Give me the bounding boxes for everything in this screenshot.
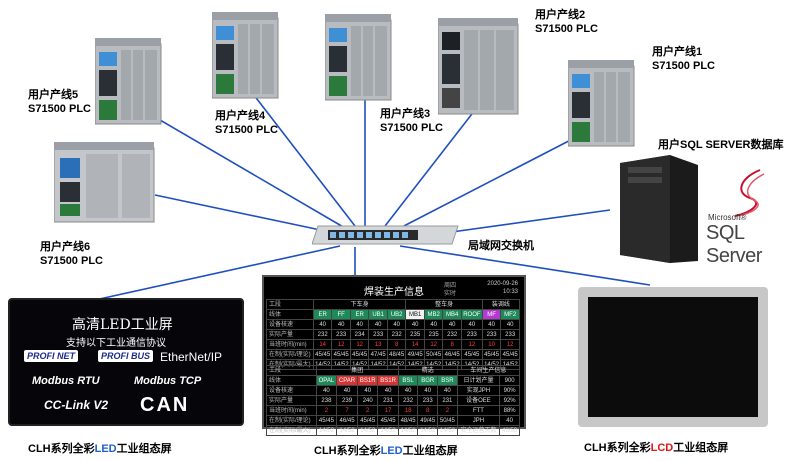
lcd-screen (588, 297, 758, 417)
protocol-modbus-rtu: Modbus RTU (32, 375, 100, 387)
microsoft-wordmark: Microsoft® (708, 213, 747, 222)
server-tower-icon (620, 155, 698, 263)
caption-led-panel: CLH系列全彩LED工业组态屏 (28, 443, 172, 455)
network-switch-icon (312, 225, 459, 245)
led-panel-title: 高清LED工业屏 (72, 317, 173, 333)
plc6-device-icon (54, 142, 155, 223)
sql-server-wordmark: SQL Server (706, 222, 762, 267)
board-status: 实时 (444, 291, 457, 297)
wire-lcd (399, 245, 651, 286)
wire-plc1 (399, 129, 591, 229)
wire-plc4 (249, 89, 356, 227)
plc1-device-icon (568, 60, 635, 147)
protocol-profinet: PROFI NET (24, 350, 79, 362)
plc3-device-icon (325, 14, 392, 101)
plc2-device-icon (438, 18, 519, 115)
board-title: 焊装生产信息 (364, 287, 424, 298)
protocol-ethernet-ip: EtherNet/IP (160, 350, 223, 364)
table-row: 工段 集团 精选 车间生产信息 (266, 365, 521, 376)
led-panel: 高清LED工业屏 支持以下工业通信协议 PROFI NET PROFI BUS … (8, 298, 244, 426)
protocol-modbus-tcp: Modbus TCP (134, 375, 202, 387)
protocol-cc-link: CC-Link V2 (44, 398, 109, 412)
caption-info-board: CLH系列全彩LED工业组态屏 (314, 445, 458, 457)
plc4-device-icon (212, 12, 279, 99)
wire-plc6 (154, 194, 331, 233)
wire-led (94, 245, 341, 301)
protocol-can: CAN (140, 394, 190, 416)
wire-server (429, 209, 611, 236)
caption-lcd-panel: CLH系列全彩LCD工业组态屏 (584, 442, 729, 454)
protocol-profibus: PROFI BUS (98, 350, 154, 362)
database-label: 用户SQL SERVER数据库 (658, 139, 784, 151)
led-panel-subtitle: 支持以下工业通信协议 (66, 338, 166, 349)
wire-plc2 (384, 109, 476, 227)
wire-plc5 (159, 119, 346, 229)
board-weekday: 周四 (444, 283, 457, 289)
lcd-panel (578, 287, 768, 427)
table-row: 工段 下车身 整车身 装调线 (266, 299, 521, 310)
sql-server-logo-icon (734, 169, 765, 217)
plc5-device-icon (95, 38, 162, 125)
switch-label: 局域网交换机 (468, 240, 534, 252)
